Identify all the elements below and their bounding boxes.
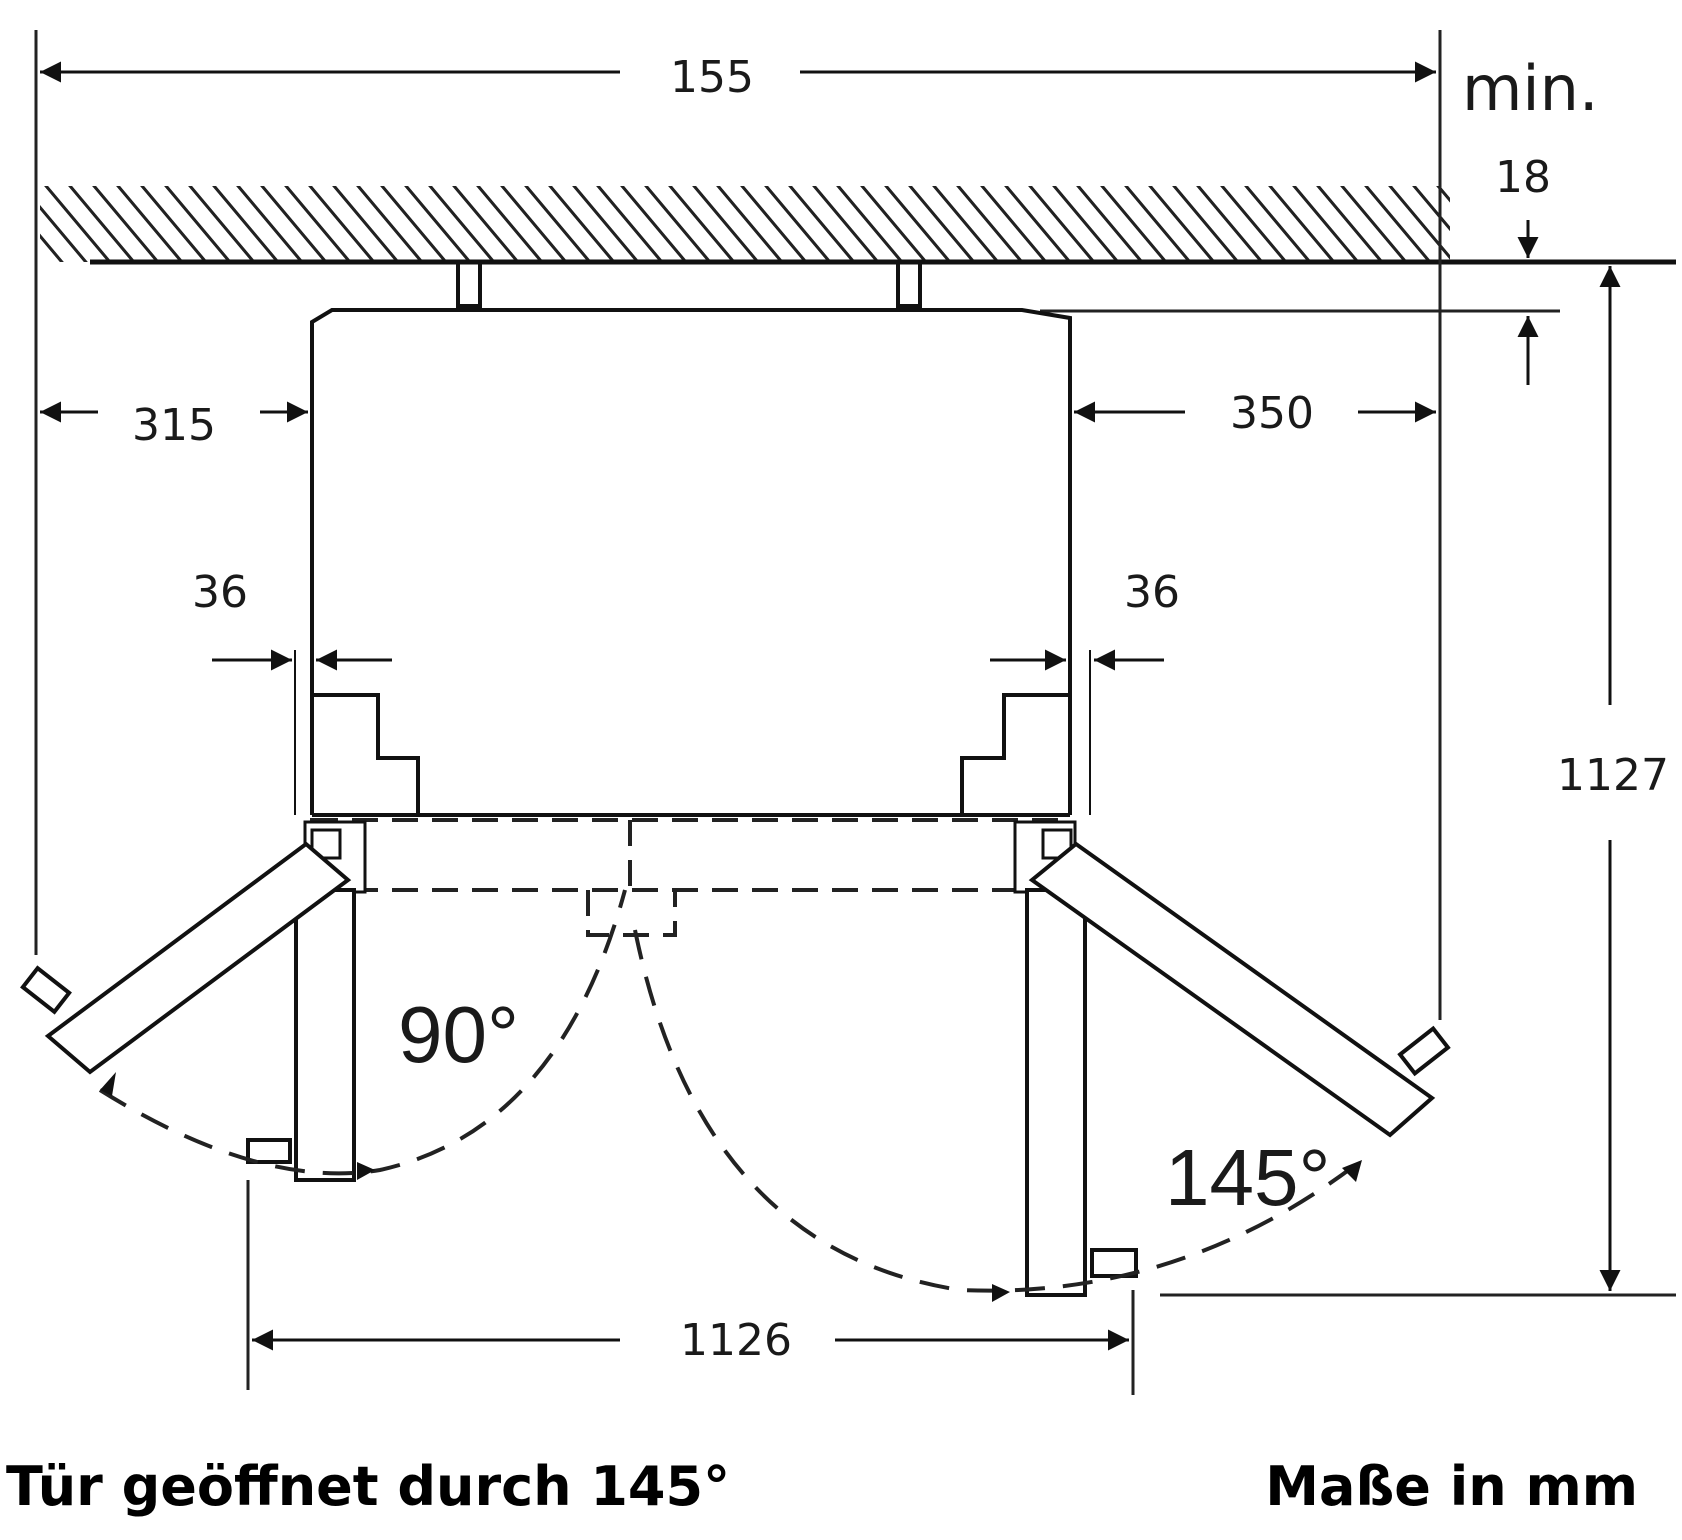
cabinet-outline	[310, 308, 1072, 815]
right-door-145	[1028, 841, 1451, 1138]
left-hinge-step	[312, 693, 420, 815]
open-depth-label: 1127	[1557, 750, 1669, 801]
wall-hatching	[40, 186, 1450, 262]
right-swing-arc	[633, 929, 1364, 1293]
left-door-handle	[246, 1138, 292, 1164]
angle-labels: 90° 145°	[398, 990, 1330, 1222]
right-door-angle-label: 145°	[1165, 1133, 1330, 1222]
right-hinge-step	[960, 693, 1070, 815]
right-clearance-label: 350	[1230, 388, 1314, 439]
closed-doors-dashed	[310, 818, 1072, 937]
door-opening-caption: Tür geöffnet durch 145°	[6, 1455, 731, 1518]
units-caption: Maße in mm	[1265, 1455, 1638, 1518]
wall-spacer-right	[896, 260, 922, 308]
left-clearance-label: 315	[132, 400, 216, 451]
wall-spacer-left	[456, 260, 482, 308]
wall	[40, 186, 1676, 265]
dimension-lines	[40, 61, 1621, 1351]
wall-min-label: min.	[1462, 52, 1599, 125]
extent-lines	[34, 30, 1676, 1395]
hinges	[303, 820, 1077, 894]
right-hinge-offset-label: 36	[1124, 567, 1180, 618]
left-hinge-offset-label: 36	[192, 567, 248, 618]
dimension-labels: 155 min. 18 315 350 36 36 1127 1126	[132, 52, 1669, 1366]
fridge-body	[294, 260, 1091, 817]
left-swing-arc	[98, 889, 627, 1176]
open-width-label: 1126	[680, 1315, 792, 1366]
left-door-145	[20, 841, 352, 1075]
left-door-angle-label: 90°	[398, 990, 519, 1079]
dim-total-width-label: 155	[670, 52, 754, 103]
left-door-90	[246, 888, 356, 1182]
door-swing-arcs	[98, 889, 1364, 1293]
wall-gap-label: 18	[1495, 152, 1551, 203]
right-door-90	[1025, 888, 1138, 1297]
